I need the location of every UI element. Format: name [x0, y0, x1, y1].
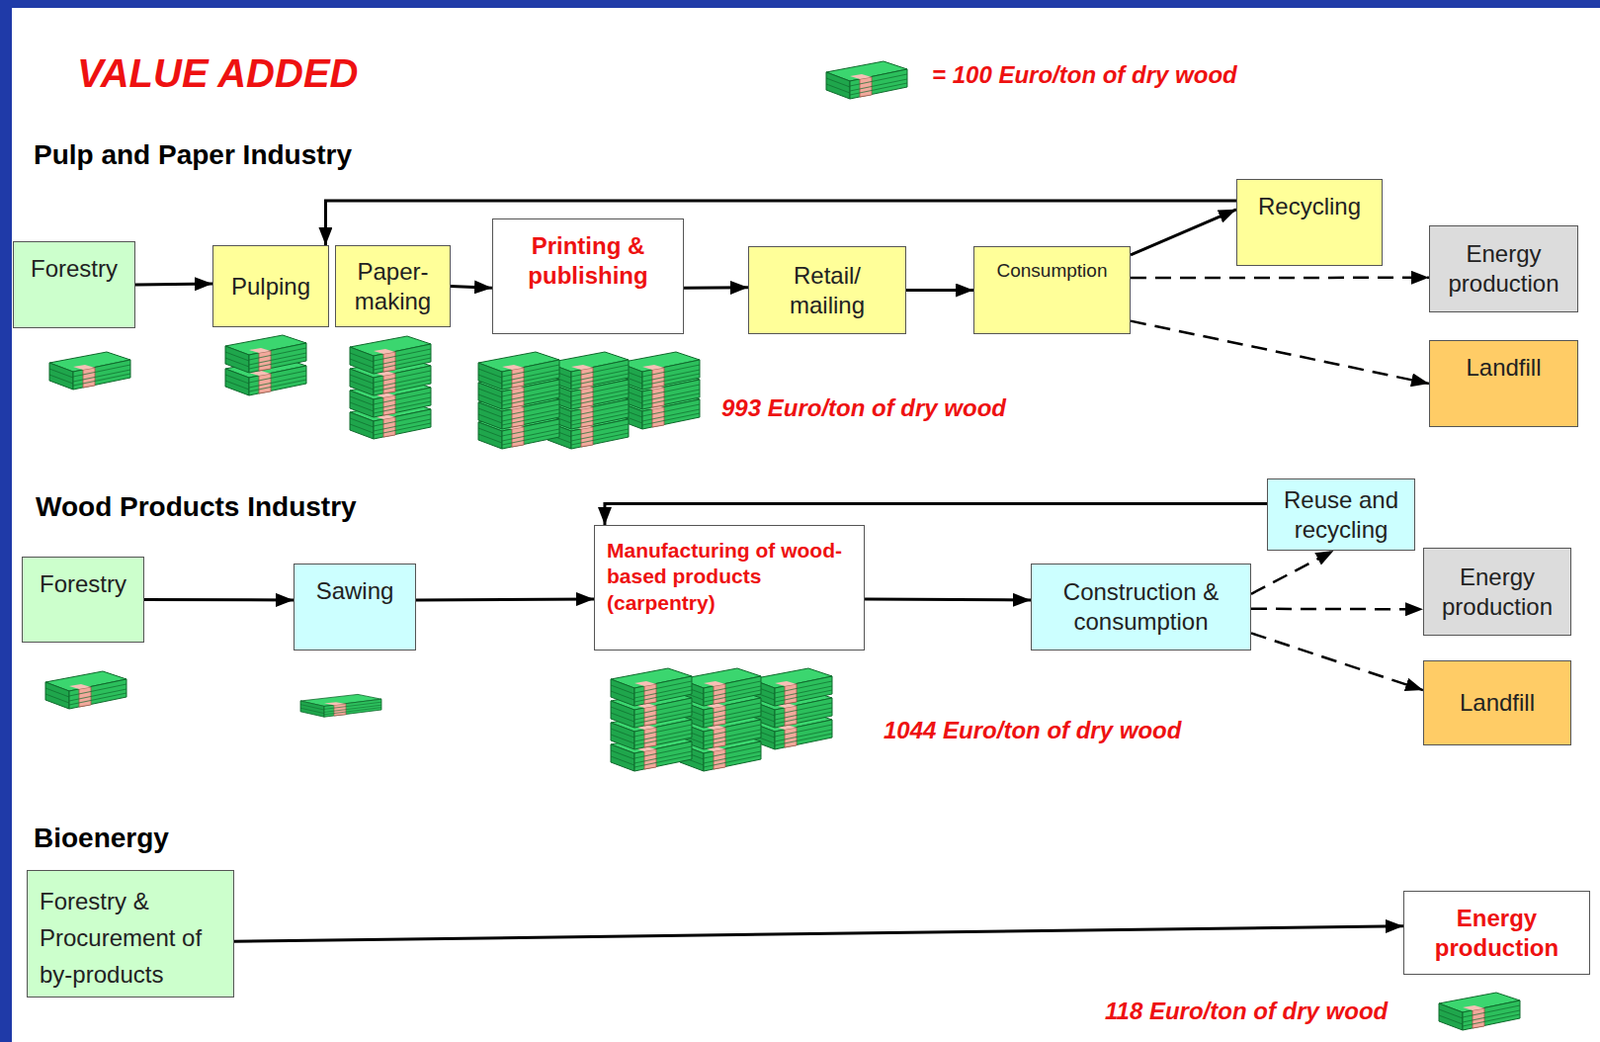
- box-text: Paper-making: [341, 256, 444, 317]
- box-text: Forestry: [30, 253, 118, 284]
- process-box: Sawing: [293, 563, 417, 651]
- process-box: Consumption: [973, 246, 1131, 335]
- process-box: Paper-making: [335, 245, 451, 328]
- flow-arrow: [416, 598, 594, 600]
- flow-arrow: [234, 926, 1404, 942]
- legend-text: = 100 Euro/ton of dry wood: [931, 61, 1238, 89]
- process-box: Landfill: [1423, 660, 1572, 746]
- process-box: Pulping: [212, 245, 330, 328]
- dashed-arrow: [1251, 550, 1335, 594]
- process-box: Reuse and recycling: [1266, 478, 1416, 551]
- dashed-arrow: [1130, 276, 1430, 280]
- process-box: Energy production: [1403, 890, 1591, 975]
- flow-arrow: [864, 598, 1031, 600]
- value-label: 118 Euro/ton of dry wood: [1104, 997, 1388, 1025]
- section-heading: Wood Products Industry: [35, 491, 357, 523]
- dashed-arrow: [1130, 321, 1430, 384]
- process-box: Recycling: [1236, 178, 1383, 266]
- box-text: Energy production: [1430, 562, 1565, 622]
- process-box: Energy production: [1423, 547, 1572, 636]
- process-box: Construction & consumption: [1030, 563, 1252, 651]
- box-text: Construction & consumption: [1037, 577, 1245, 637]
- dashed-arrow: [1251, 607, 1424, 611]
- box-text: Printing & publishing: [499, 231, 677, 291]
- box-text: Manufacturing of wood-based products (ca…: [606, 537, 858, 616]
- box-text: Landfill: [1459, 687, 1535, 718]
- process-box: Forestry: [21, 556, 145, 643]
- box-text: Pulping: [231, 271, 311, 302]
- frame-bar: [0, 0, 12, 1042]
- box-text: Forestry & Procurement of by-products: [39, 882, 228, 994]
- process-box: Forestry & Procurement of by-products: [26, 869, 235, 998]
- box-text: Reuse and recycling: [1273, 485, 1409, 545]
- flow-arrow: [1130, 209, 1237, 255]
- flow-arrow: [906, 288, 974, 292]
- flow-arrow: [450, 286, 493, 289]
- value-label: 993 Euro/ton of dry wood: [721, 394, 1007, 422]
- flow-arrow: [325, 200, 1237, 246]
- diagram-title: VALUE ADDED: [77, 51, 358, 96]
- process-box: Retail/ mailing: [748, 246, 907, 335]
- box-text: Consumption: [997, 258, 1108, 283]
- box-text: Energy production: [1410, 903, 1584, 963]
- flow-arrow: [144, 597, 294, 601]
- box-text: Recycling: [1258, 191, 1361, 222]
- box-text: Forestry: [39, 569, 127, 599]
- process-box: Energy production: [1429, 225, 1579, 313]
- flow-arrow: [135, 282, 213, 287]
- value-label: 1044 Euro/ton of dry wood: [883, 716, 1181, 745]
- process-box: Forestry: [12, 241, 136, 329]
- flow-arrow: [604, 504, 1267, 525]
- dashed-arrow: [1251, 632, 1424, 690]
- section-heading: Pulp and Paper Industry: [33, 139, 352, 171]
- flow-arrow: [683, 285, 749, 289]
- process-box: Printing & publishing: [492, 218, 684, 335]
- box-text: Landfill: [1465, 352, 1541, 383]
- process-box: Manufacturing of wood-based products (ca…: [593, 524, 865, 651]
- section-heading: Bioenergy: [33, 822, 169, 854]
- box-text: Sawing: [316, 576, 395, 606]
- process-box: Landfill: [1429, 339, 1579, 427]
- box-text: Retail/ mailing: [755, 260, 900, 321]
- frame-bar: [0, 0, 1600, 8]
- box-text: Energy production: [1435, 239, 1572, 299]
